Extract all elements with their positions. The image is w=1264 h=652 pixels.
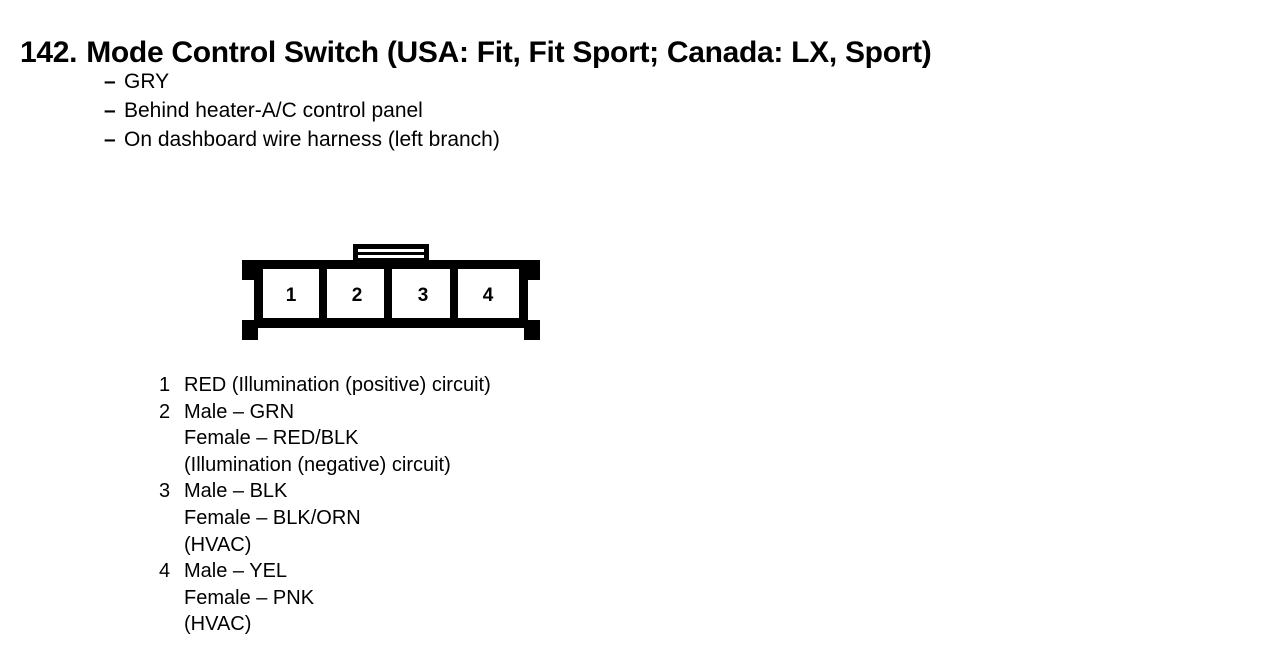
connector-cavity-label-3: 3 [418, 285, 429, 306]
pin-legend-lines: RED (Illumination (positive) circuit) [184, 372, 491, 399]
note-text: GRY [124, 70, 170, 93]
pin-legend-line: (Illumination (negative) circuit) [184, 453, 451, 476]
connector-bottom-wall [262, 318, 520, 327]
note-dash-icon: – [104, 128, 116, 151]
connector-cavity-label-4: 4 [483, 285, 494, 306]
pin-legend-index: 2 [159, 400, 171, 423]
pin-legend: 1 RED (Illumination (positive) circuit) … [159, 372, 491, 638]
pin-legend-index: 3 [159, 480, 171, 503]
pin-legend-entry-1: 1 RED (Illumination (positive) circuit) [159, 372, 491, 399]
connector-left-wall [254, 268, 263, 324]
pin-legend-line: RED (Illumination (positive) circuit) [184, 374, 491, 396]
pin-legend-line: Female – RED/BLK [184, 427, 359, 450]
connector-diagram: 1 2 3 4 [236, 236, 546, 352]
page-title-number: 142. [20, 36, 78, 70]
connector-cavity-dividers [319, 266, 458, 322]
page-title-text: Mode Control Switch (USA: Fit, Fit Sport… [86, 36, 932, 70]
pin-legend-lines: Male – BLK Female – BLK/ORN (HVAC) [184, 478, 361, 558]
connector-notes-list: –GRY –Behind heater-A/C control panel –O… [104, 67, 500, 154]
connector-right-wall [519, 268, 528, 324]
connector-cavity-label-1: 1 [286, 285, 297, 306]
note-dash-icon: – [104, 99, 116, 122]
pin-legend-index: 4 [159, 560, 171, 583]
note-text: On dashboard wire harness (left branch) [124, 128, 500, 151]
pin-legend-entry-2: 2 Male – GRN Female – RED/BLK (Illuminat… [159, 399, 491, 479]
pin-legend-line: Male – YEL [184, 560, 288, 583]
pin-legend-line: (HVAC) [184, 533, 252, 556]
connector-latch-tab [353, 244, 429, 264]
pin-legend-line: Male – BLK [184, 480, 288, 503]
pin-legend-entry-3: 3 Male – BLK Female – BLK/ORN (HVAC) [159, 478, 491, 558]
note-item: –GRY [104, 67, 500, 96]
pin-legend-line: Female – BLK/ORN [184, 506, 361, 529]
pin-legend-line: Male – GRN [184, 400, 295, 423]
pin-legend-lines: Male – GRN Female – RED/BLK (Illuminatio… [184, 399, 451, 479]
page-title: 142.Mode Control Switch (USA: Fit, Fit S… [20, 34, 932, 72]
note-dash-icon: – [104, 70, 116, 93]
note-item: –On dashboard wire harness (left branch) [104, 125, 500, 154]
connector-top-wall [262, 260, 520, 269]
connector-cavity-label-2: 2 [352, 285, 363, 306]
pin-legend-index: 1 [159, 374, 171, 396]
pin-legend-entry-4: 4 Male – YEL Female – PNK (HVAC) [159, 558, 491, 638]
pin-legend-line: (HVAC) [184, 613, 252, 636]
pin-legend-lines: Male – YEL Female – PNK (HVAC) [184, 558, 314, 638]
note-item: –Behind heater-A/C control panel [104, 96, 500, 125]
note-text: Behind heater-A/C control panel [124, 99, 423, 122]
pin-legend-line: Female – PNK [184, 586, 315, 609]
